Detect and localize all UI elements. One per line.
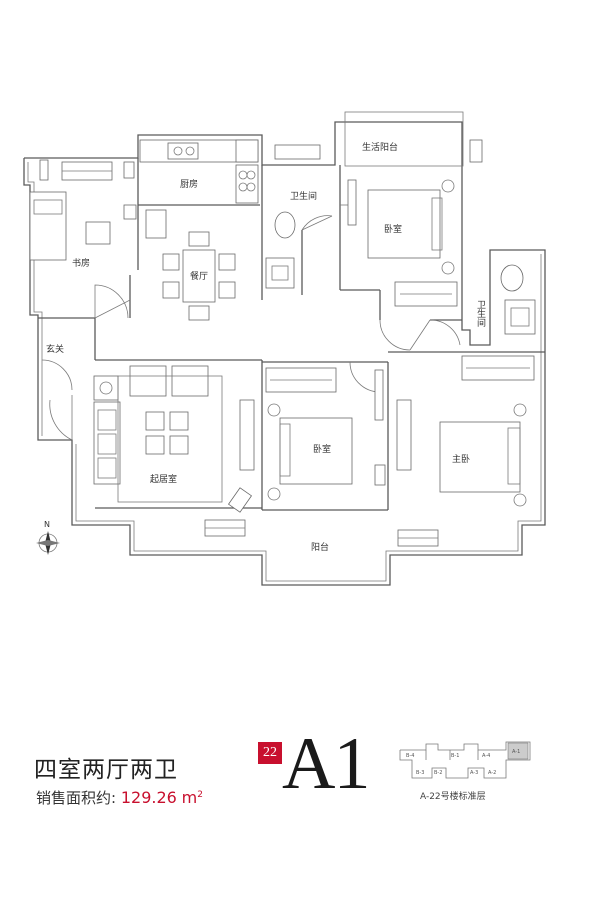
dining-set	[162, 231, 236, 321]
sales-area-label: 销售面积约:	[36, 789, 117, 807]
study-furniture	[29, 191, 167, 261]
sales-area-unit: m	[181, 788, 198, 807]
building-number-badge: 22	[258, 742, 282, 764]
room-label-living: 起居室	[150, 473, 177, 485]
room-label-kitchen: 厨房	[180, 178, 198, 190]
door-swings	[41, 215, 461, 441]
room-labels: 厨房 卫生间 生活阳台 书房 卧室 餐厅 卫生间 玄关 起居室 卧室 主卧 阳台	[46, 141, 486, 553]
unit-layout-title: 四室两厅两卫	[34, 757, 178, 783]
room-label-balcony: 阳台	[311, 541, 329, 553]
bedroom-north-furniture	[367, 179, 458, 307]
room-label-bedroom-north: 卧室	[384, 223, 402, 235]
key-plan-caption: A-22号楼标准层	[420, 792, 486, 802]
bathroom-2-fixtures	[500, 264, 536, 335]
bathroom-1-fixtures	[265, 211, 296, 289]
interior-walls	[38, 158, 545, 511]
room-label-bedroom-south: 卧室	[313, 443, 331, 455]
key-unit-b2: B-2	[434, 770, 442, 776]
compass-label: N	[44, 520, 50, 529]
bedroom-south-furniture	[265, 367, 386, 501]
room-label-master-bedroom: 主卧	[452, 453, 470, 465]
room-label-dining: 餐厅	[190, 270, 208, 282]
sales-area-unit-sup: 2	[197, 790, 203, 800]
unit-type-code: A1	[282, 723, 370, 805]
key-plan: B-4 B-1 A-4 A-1 B-3 B-2 A-3 A-2	[399, 741, 531, 779]
key-unit-b4: B-4	[406, 753, 414, 759]
kitchen-fixtures	[139, 139, 259, 204]
key-unit-b3: B-3	[416, 770, 424, 776]
living-furniture	[93, 365, 253, 513]
sales-area: 销售面积约: 129.26 m2	[36, 787, 203, 808]
key-unit-a3: A-3	[470, 770, 478, 776]
floor-plan: N 厨房 卫生间 生活阳台 书房 卧室 餐厅 卫生间 玄关 起居室 卧室 主卧 …	[23, 111, 546, 586]
room-label-study: 书房	[72, 257, 90, 269]
room-label-service-balcony: 生活阳台	[362, 141, 398, 153]
key-unit-a1: A-1	[512, 749, 520, 755]
master-bedroom-furniture	[439, 355, 535, 507]
key-unit-a2: A-2	[488, 770, 496, 776]
compass-icon: N	[36, 520, 60, 555]
key-unit-b1: B-1	[451, 753, 459, 759]
room-label-entry: 玄关	[46, 343, 64, 355]
room-label-bathroom-2: 卫生间	[475, 300, 486, 328]
key-unit-a4: A-4	[482, 753, 490, 759]
sales-area-value: 129.26	[120, 788, 177, 807]
key-plan-highlight	[507, 742, 529, 760]
outer-walls	[23, 111, 546, 586]
windows	[39, 139, 483, 547]
room-label-bathroom-1: 卫生间	[290, 190, 317, 202]
